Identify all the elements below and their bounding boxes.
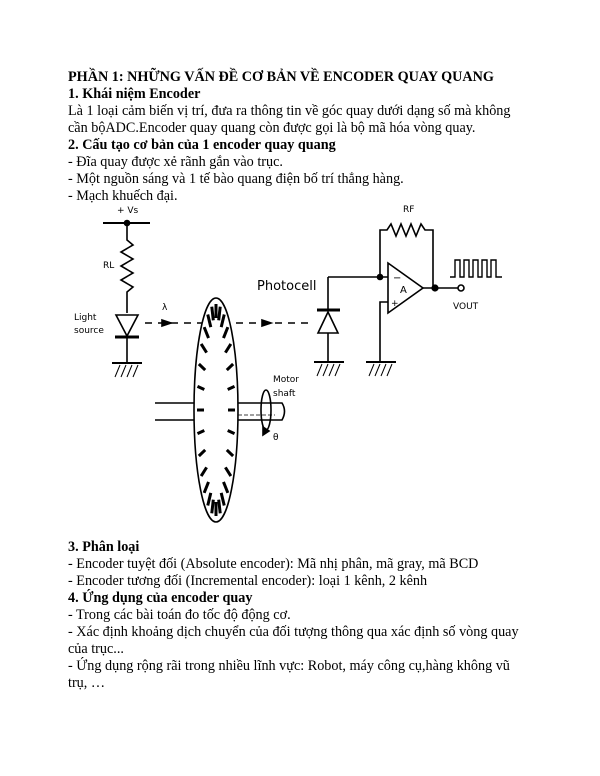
disk-slot [225, 362, 235, 372]
section4-heading: 4. Ứng dụng của encoder quay [68, 590, 253, 606]
plus-label: + [391, 299, 399, 309]
disk-slot [196, 429, 205, 435]
list-item: - Xác định khoảng dịch chuyển của đối tư… [68, 624, 519, 640]
encoder-circuit-diagram: + Vs RL Light source λ Motor shaft θ Pho… [74, 205, 502, 523]
disk-slot [202, 481, 210, 494]
disk-slot [217, 306, 222, 321]
ground-symbol [314, 361, 344, 377]
amp-label: A [400, 285, 407, 296]
load-resistor [119, 223, 135, 313]
paragraph-line: Là 1 loại cảm biến vị trí, đưa ra thông … [68, 103, 511, 119]
list-item: - Encoder tương đối (Incremental encoder… [68, 573, 428, 589]
feedback-resistor [379, 221, 434, 288]
disk-slot [202, 326, 210, 339]
paragraph-line: cần bộADC.Encoder quay quang còn được gọ… [68, 120, 476, 136]
bottom-text: 3. Phân loại - Encoder tuyệt đối (Absolu… [68, 539, 538, 692]
motor-label: Motor [273, 375, 299, 385]
wavelength-label: λ [162, 303, 168, 313]
ground-symbol [366, 361, 396, 377]
resistor-label: RL [103, 261, 114, 271]
section3-heading: 3. Phân loại [68, 539, 140, 555]
disk-slot [199, 466, 208, 477]
minus-label: − [393, 273, 401, 284]
shaft-label: shaft [273, 389, 296, 399]
list-item: - Mạch khuếch đại. [68, 188, 178, 204]
disk-slot [219, 492, 226, 506]
output-label: VOUT [453, 302, 479, 312]
source-label: source [74, 326, 104, 336]
top-text: PHẦN 1: NHỮNG VẤN ĐỀ CƠ BẢN VỀ ENCODER Q… [68, 69, 538, 205]
disk-slot [227, 385, 236, 391]
slotted-disk [193, 297, 239, 523]
disk-slot [217, 499, 222, 514]
disk-slot [224, 343, 233, 354]
disk-slots [196, 304, 236, 516]
list-item: trụ, … [68, 675, 106, 691]
photocell-diode [316, 310, 340, 334]
disk-slot [199, 343, 208, 354]
ground-symbol [112, 362, 142, 378]
light-source-diode [114, 314, 140, 338]
angle-label: θ [273, 433, 279, 443]
disk-slot [222, 481, 230, 494]
supply-label: + Vs [117, 206, 139, 216]
photocell-label: Photocell [257, 279, 316, 294]
disk-slot [225, 448, 235, 458]
beam-arrow [261, 318, 274, 328]
disk-slot [206, 314, 213, 328]
op-amp [387, 261, 425, 315]
disk-slot [196, 385, 205, 391]
disk-slot [206, 492, 213, 506]
section1-heading: 1. Khái niệm Encoder [68, 86, 201, 102]
disk-slot [197, 448, 207, 458]
beam-arrow [161, 318, 174, 328]
list-item: của trục... [68, 641, 124, 657]
light-label: Light [74, 313, 97, 323]
page-title: PHẦN 1: NHỮNG VẤN ĐỀ CƠ BẢN VỀ ENCODER Q… [68, 69, 494, 85]
disk-slot [222, 326, 230, 339]
list-item: - Ứng dụng rộng rãi trong nhiều lĩnh vực… [68, 658, 510, 674]
disk-slot [227, 429, 236, 435]
disk-slot [197, 362, 207, 372]
list-item: - Đĩa quay được xẻ rãnh gắn vào trục. [68, 154, 283, 170]
disk-slot [210, 306, 215, 321]
disk-slot [219, 314, 226, 328]
list-item: - Một nguồn sáng và 1 tế bào quang điện … [68, 171, 404, 187]
output-terminal [457, 284, 465, 292]
section2-heading: 2. Cấu tạo cơ bản của 1 encoder quay qua… [68, 137, 336, 153]
disk-slot [210, 499, 215, 514]
feedback-label: RF [403, 205, 414, 215]
list-item: - Encoder tuyệt đối (Absolute encoder): … [68, 556, 479, 572]
disk-slot [224, 466, 233, 477]
square-wave-output [450, 259, 502, 278]
list-item: - Trong các bài toán đo tốc độ động cơ. [68, 607, 291, 623]
